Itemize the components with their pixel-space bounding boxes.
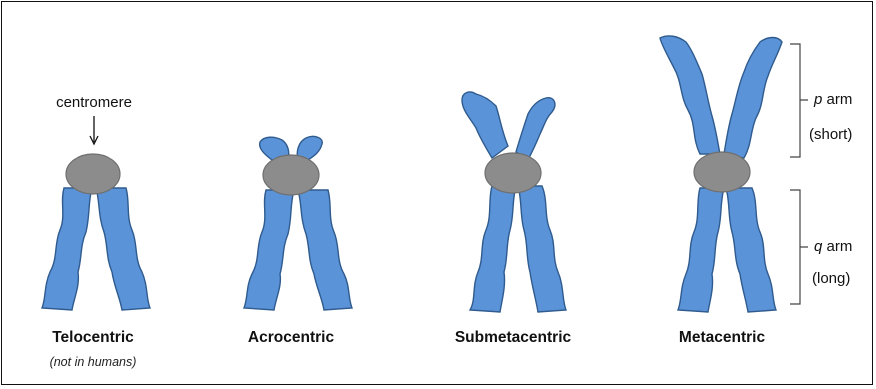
p-letter: p xyxy=(813,91,822,108)
q-arm-long-label: (long) xyxy=(812,270,850,287)
metacentric-chromosome xyxy=(660,36,782,312)
p-arm-word: arm xyxy=(822,91,852,108)
centromere xyxy=(694,152,750,192)
chromatid-right xyxy=(298,190,352,310)
chromatid-right xyxy=(518,186,566,312)
p-arm-left xyxy=(660,36,720,154)
q-arm-bracket xyxy=(790,190,808,304)
p-arm-short-label: (short) xyxy=(809,126,852,143)
submetacentric-chromosome xyxy=(462,92,566,312)
centromere xyxy=(485,153,541,193)
centromere xyxy=(263,155,319,195)
p-arm-bracket xyxy=(790,44,808,157)
chromatid-left xyxy=(244,190,294,310)
metacentric-label: Metacentric xyxy=(679,329,766,346)
p-arm-right xyxy=(724,38,782,159)
q-arm-label: q arm xyxy=(814,238,852,255)
chromatid-right xyxy=(726,188,776,312)
p-arm-right xyxy=(516,98,555,160)
q-arm-word: arm xyxy=(822,238,852,255)
p-arm-left xyxy=(462,92,508,158)
centromere-label: centromere xyxy=(56,94,132,111)
acrocentric-chromosome xyxy=(244,136,352,310)
centromere xyxy=(66,154,120,194)
acrocentric-label: Acrocentric xyxy=(248,329,335,346)
p-arm-label: p arm xyxy=(813,91,852,108)
telocentric-note: (not in humans) xyxy=(50,355,137,369)
chromatid-right xyxy=(96,188,150,310)
chromatid-left xyxy=(42,188,92,310)
submetacentric-label: Submetacentric xyxy=(455,329,572,346)
telocentric-chromosome xyxy=(42,154,150,310)
telocentric-label: Telocentric xyxy=(52,329,134,346)
chromatid-left xyxy=(678,188,724,312)
chromatid-left xyxy=(470,186,516,312)
